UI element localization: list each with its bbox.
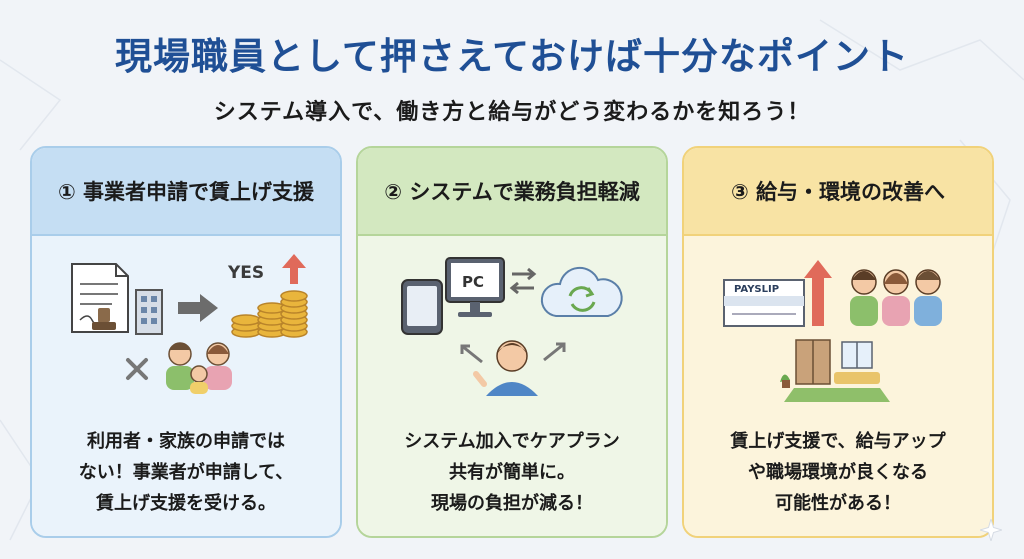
desc-line: ない！事業者が申請して、	[78, 462, 294, 483]
card-body: PC システム加入でケアプラン	[358, 236, 666, 536]
staff-person-icon	[473, 340, 538, 396]
card-description: 賃上げ支援で、給与アップ や職場環境が良くなる 可能性がある！	[684, 426, 992, 519]
card-wage-support: ① 事業者申請で賃上げ支援	[30, 146, 342, 538]
desc-line: や職場環境が良くなる	[748, 462, 928, 483]
card-salary-improvement: ③ 給与・環境の改善へ PAYSLIP	[682, 146, 994, 538]
cloud-sync-icon	[540, 266, 623, 317]
pc-monitor-icon	[445, 257, 505, 317]
card-illustration: YES	[71, 254, 308, 394]
card-body: PAYSLIP	[684, 236, 992, 536]
up-arrow-icon	[282, 254, 306, 284]
desc-line: 賃上げ支援で、給与アップ	[730, 431, 946, 452]
page-subtitle: システム導入で、働き方と給与がどう変わるかを知ろう！	[213, 100, 811, 125]
coins-icon	[231, 290, 308, 338]
card-illustration: PAYSLIP	[723, 260, 942, 402]
desc-line: 可能性がある！	[775, 493, 901, 514]
desc-line: 賃上げ支援を受ける。	[96, 493, 276, 514]
card-illustration: PC	[401, 257, 623, 396]
up-arrow-icon	[804, 260, 832, 326]
arrow-right-icon	[178, 294, 218, 322]
desc-line: 利用者・家族の申請では	[87, 431, 285, 452]
card-description: 利用者・家族の申請では ない！事業者が申請して、 賃上げ支援を受ける。	[32, 426, 340, 519]
yes-label: YES	[227, 263, 264, 283]
card-workload-reduction: ② システムで業務負担軽減 PC	[356, 146, 668, 538]
pc-label: PC	[462, 273, 484, 291]
payslip-label: PAYSLIP	[734, 284, 779, 295]
card-body: YES 利用者・家族の申請では ない！事業者が申請して、 賃上げ支援を受ける。	[32, 236, 340, 536]
desc-line: 共有が簡単に。	[449, 462, 575, 483]
document-stamp-icon	[71, 263, 129, 333]
family-icon	[166, 342, 232, 394]
room-furniture-icon	[780, 339, 890, 402]
card-heading: ① 事業者申請で賃上げ支援	[32, 148, 340, 236]
building-icon	[135, 289, 163, 335]
sparkle-icon	[980, 519, 1002, 541]
exchange-arrows-icon	[509, 267, 537, 295]
desc-line: 現場の負担が減る！	[431, 493, 593, 514]
desc-line: システム加入でケアプラン	[404, 431, 620, 452]
card-heading: ③ 給与・環境の改善へ	[684, 148, 992, 236]
payslip-icon	[723, 279, 805, 327]
tablet-icon	[401, 279, 443, 335]
card-heading: ② システムで業務負担軽減	[358, 148, 666, 236]
page-title: 現場職員として押さえておけば十分なポイント	[115, 35, 909, 78]
card-description: システム加入でケアプラン 共有が簡単に。 現場の負担が減る！	[358, 426, 666, 519]
staff-group-icon	[850, 269, 942, 326]
cross-icon	[126, 358, 148, 380]
